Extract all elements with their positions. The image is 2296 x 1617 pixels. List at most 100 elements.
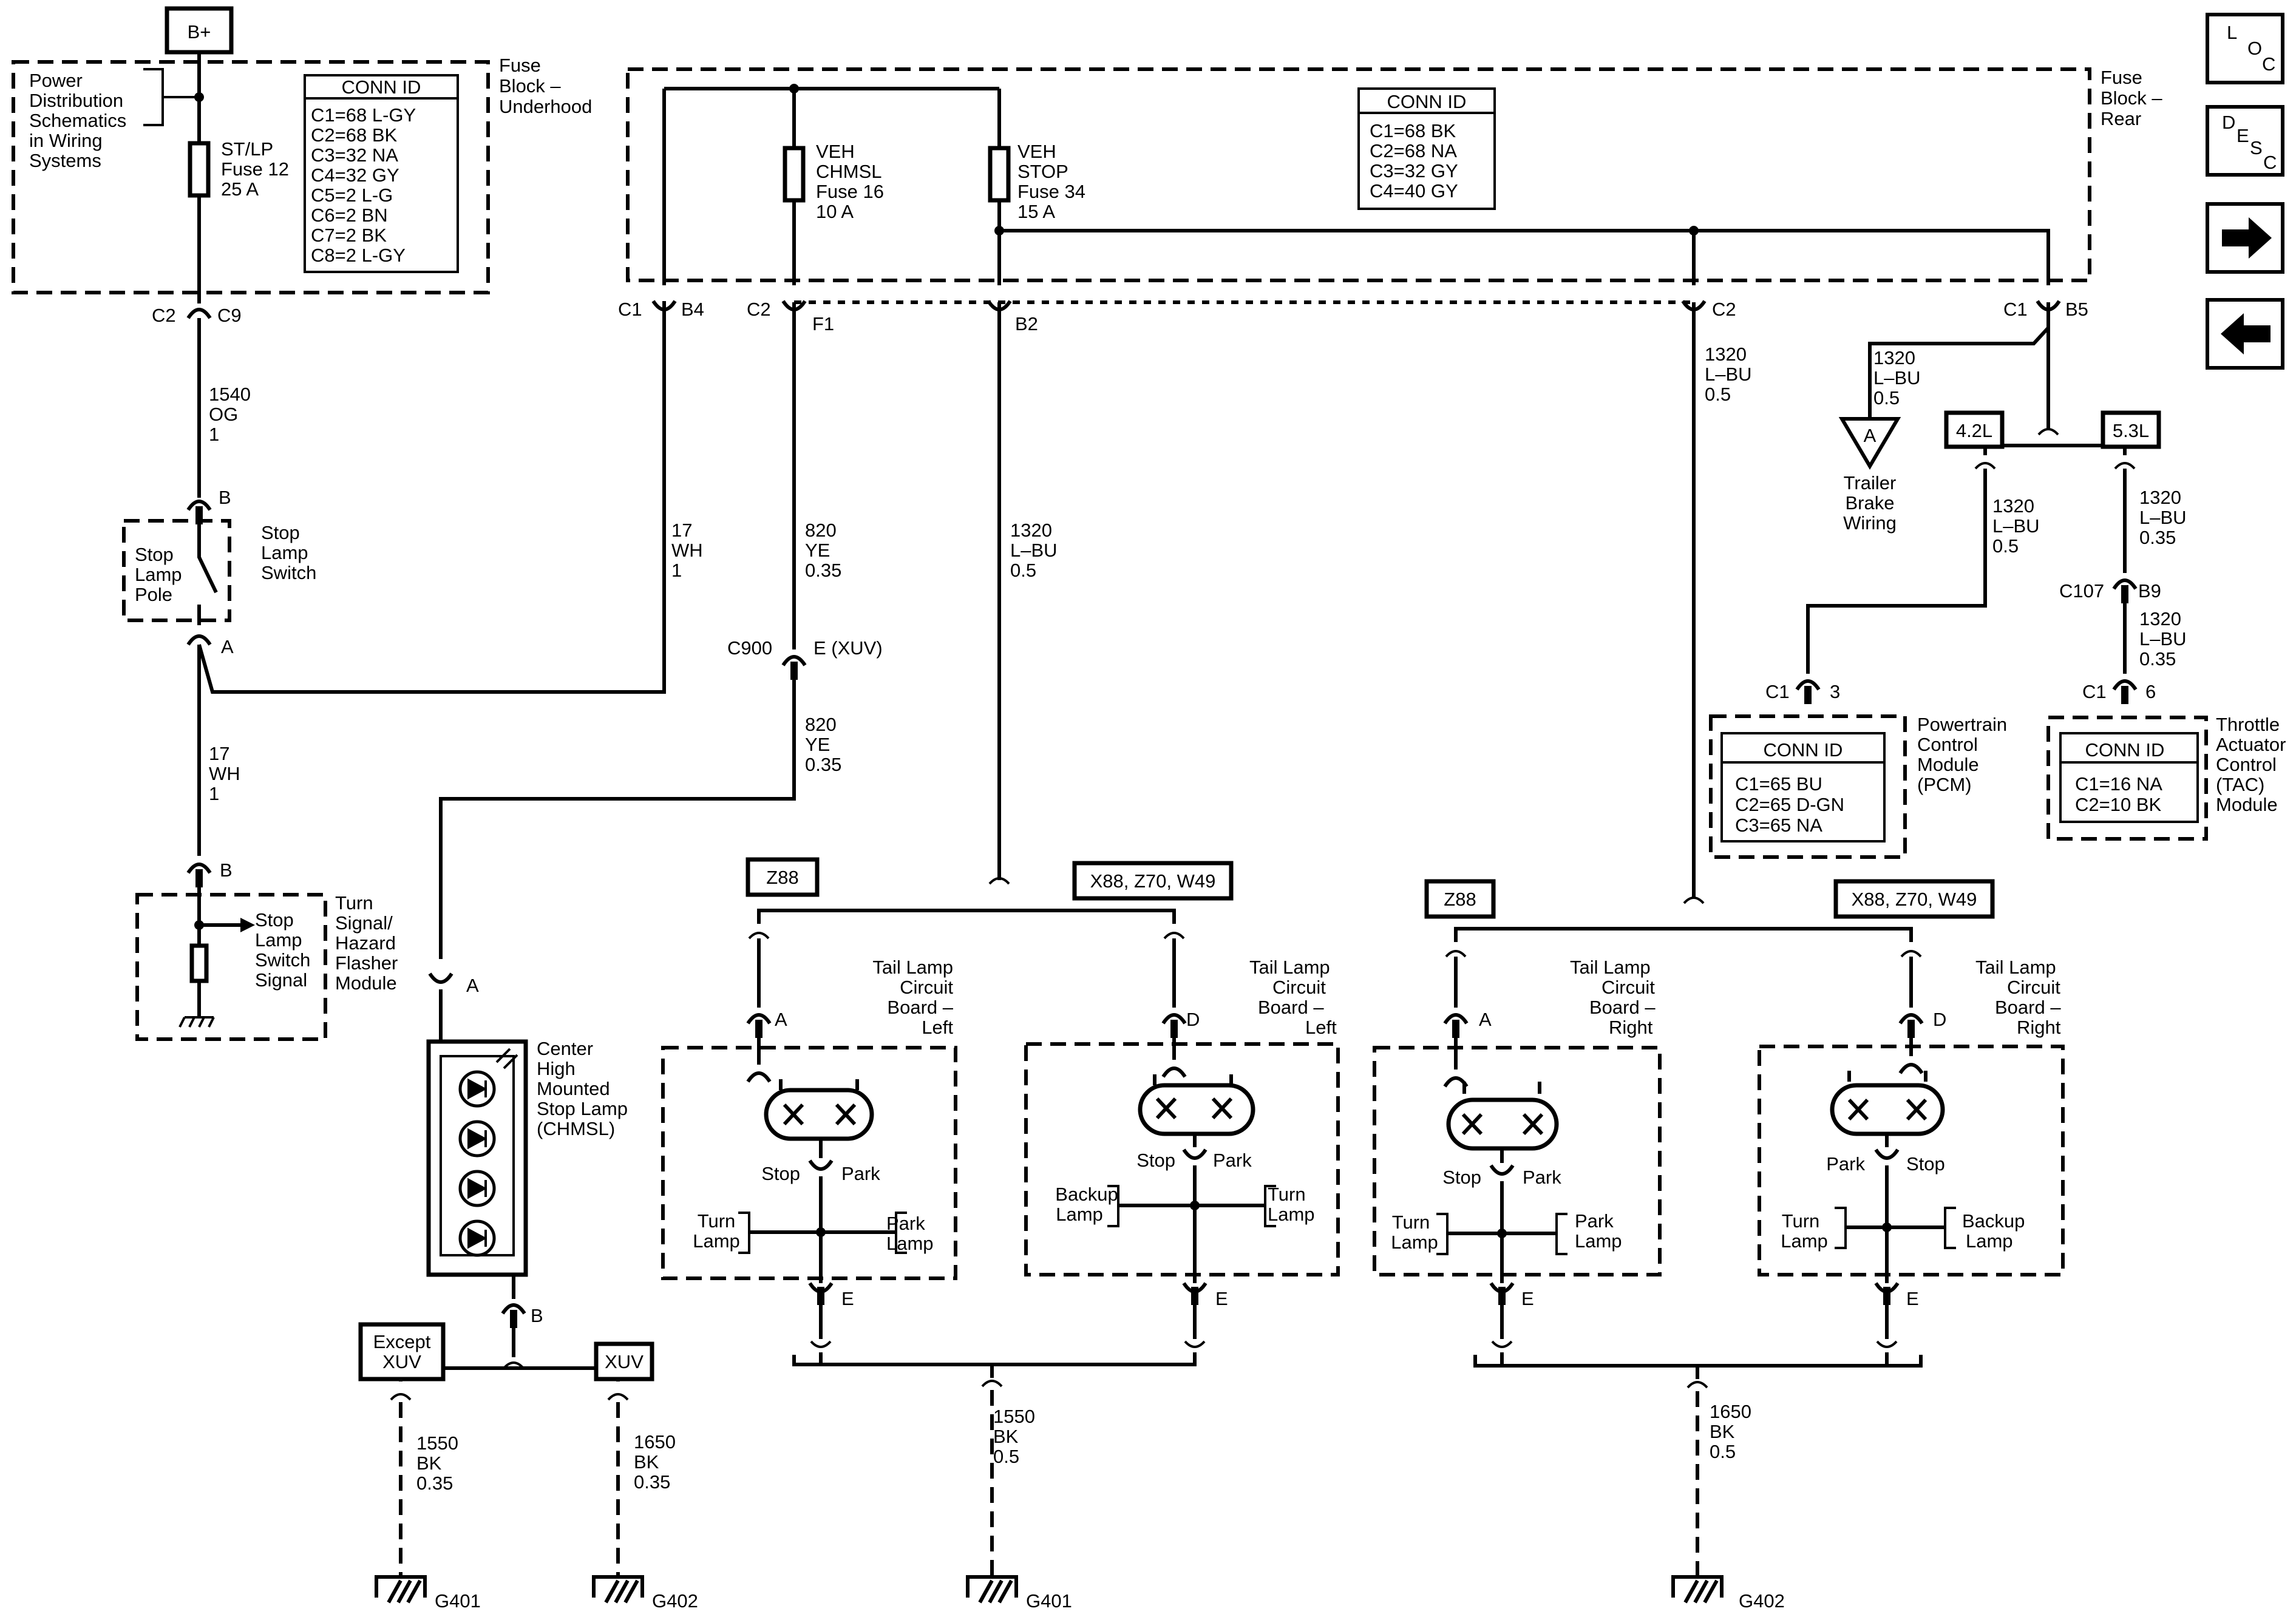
ground-g402-b-icon: G402 <box>1671 1575 1785 1612</box>
svg-text:E: E <box>1521 1288 1534 1309</box>
svg-text:C900: C900 <box>727 637 772 659</box>
pcm-box <box>1709 714 1907 859</box>
svg-text:XUV: XUV <box>605 1351 644 1372</box>
description-button[interactable]: D E S C <box>2206 105 2284 177</box>
svg-text:E (XUV): E (XUV) <box>813 637 883 659</box>
svg-text:B: B <box>531 1305 543 1326</box>
fuse-block-underhood <box>12 60 490 294</box>
svg-text:CONN ID: CONN ID <box>342 76 421 98</box>
svg-text:C2: C2 <box>152 305 176 326</box>
option-z88-right: Z88 <box>1424 879 1496 919</box>
option-x88-left: X88, Z70, W49 <box>1072 861 1234 901</box>
svg-text:G401: G401 <box>1026 1590 1072 1612</box>
svg-text:Stop: Stop <box>1442 1167 1481 1188</box>
ground-g401-b-icon: G401 <box>966 1575 1072 1612</box>
svg-text:C: C <box>2263 152 2277 173</box>
svg-text:E: E <box>841 1288 854 1309</box>
svg-text:B: B <box>220 859 233 881</box>
fuse-16-icon <box>783 146 806 203</box>
svg-text:A: A <box>1864 425 1877 446</box>
trailer-brake-arrow-icon[interactable]: A <box>1838 417 1901 470</box>
option-5-3l: 5.3L <box>2101 410 2161 449</box>
svg-text:B9: B9 <box>2138 580 2161 602</box>
svg-text:C1: C1 <box>618 299 642 320</box>
stop-lamp-pole-box <box>122 519 231 622</box>
arrow-right-icon <box>2222 217 2272 259</box>
location-button[interactable]: L O C <box>2206 13 2284 84</box>
fuse-34-icon <box>988 146 1011 203</box>
svg-text:B4: B4 <box>681 299 704 320</box>
svg-text:Park: Park <box>1826 1153 1865 1175</box>
connector-c1-b5: C1 B5 <box>2003 299 2088 320</box>
fuse-12-icon <box>188 141 211 198</box>
connector-b2: B2 <box>987 300 1038 334</box>
connector-tac-c1-6: C1 6 <box>2082 679 2156 704</box>
svg-text:X88, Z70, W49: X88, Z70, W49 <box>1090 870 1216 892</box>
option-z88-left: Z88 <box>746 857 820 897</box>
svg-text:D: D <box>2222 112 2235 133</box>
svg-text:3: 3 <box>1830 681 1840 702</box>
connector-c900: C900 E (XUV) <box>727 637 883 680</box>
svg-text:C2: C2 <box>1712 299 1736 320</box>
connector-switch-b: B <box>186 487 231 524</box>
previous-page-button[interactable] <box>2206 298 2284 370</box>
svg-text:B2: B2 <box>1015 313 1038 334</box>
flasher-module-box <box>135 893 327 1041</box>
svg-text:E: E <box>2237 125 2249 146</box>
tac-box <box>2046 716 2208 841</box>
connector-c107: C107 B9 <box>2059 578 2161 603</box>
connector-c2-right: C2 <box>1681 299 1736 320</box>
svg-text:G402: G402 <box>1739 1590 1785 1612</box>
svg-text:Park: Park <box>1523 1167 1561 1188</box>
option-x88-right: X88, Z70, W49 <box>1833 879 1995 919</box>
svg-text:O: O <box>2247 38 2262 59</box>
connector-switch-a: A <box>186 634 234 657</box>
connector-pcm-c1-3: C1 3 <box>1765 679 1840 704</box>
next-page-button[interactable] <box>2206 202 2284 274</box>
svg-text:X88, Z70, W49: X88, Z70, W49 <box>1852 889 1977 910</box>
ground-g402-a-icon: G402 <box>592 1575 698 1612</box>
svg-text:5.3L: 5.3L <box>2113 420 2149 441</box>
chmsl-led-icons <box>458 1048 518 1257</box>
svg-text:Z88: Z88 <box>766 867 798 888</box>
battery-power-label: B+ <box>165 6 234 55</box>
svg-text:CONN ID: CONN ID <box>1764 739 1843 761</box>
